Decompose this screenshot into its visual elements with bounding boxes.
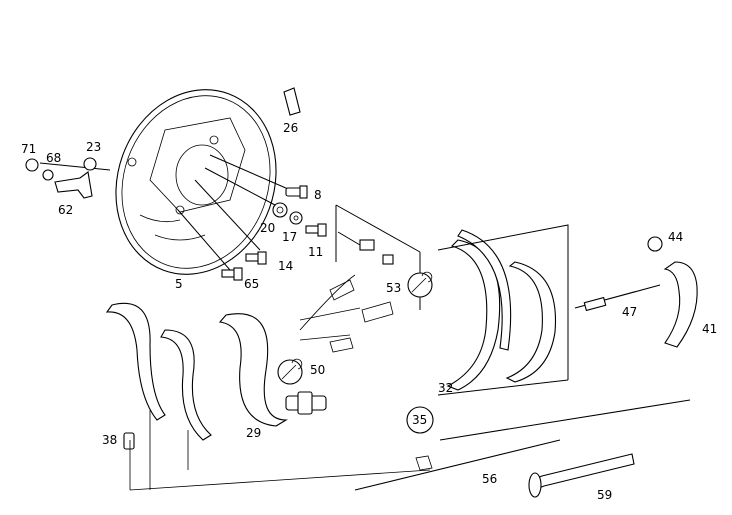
callout-71: 71 [21,142,36,156]
callout-59: 59 [597,488,612,502]
washer-68 [42,169,54,181]
adjuster-rod [574,284,661,312]
brake-cable [129,399,691,491]
callout-62: 62 [58,203,73,217]
callout-47: 47 [622,305,637,319]
callout-26: 26 [283,121,298,135]
callout-20: 20 [260,221,275,235]
callout-32: 32 [438,381,453,395]
nut-23 [83,157,97,171]
cable-59 [528,453,635,498]
part-44 [647,236,663,252]
callout-17: 17 [282,230,297,244]
callout-29: 29 [246,426,261,440]
brake-shoe-set [446,229,557,391]
callout-11: 11 [308,245,323,259]
callout-53: 53 [386,281,401,295]
callout-23: 23 [86,140,101,154]
bolt-8 [285,185,308,199]
callouts: 5 8 11 14 17 20 23 26 29 32 35 38 41 44 … [21,121,717,502]
callout-68: 68 [46,151,61,165]
wrench-symbol-icon [407,271,433,298]
part-38 [123,432,135,450]
brake-lining-set [105,302,288,441]
leader-lines [39,154,296,271]
callout-41: 41 [702,322,717,336]
parking-lever [663,261,698,348]
clip-26 [283,87,301,116]
callout-44: 44 [668,230,683,244]
spring-kit [299,204,421,353]
callout-8: 8 [314,188,322,202]
callout-56: 56 [482,472,497,486]
nut-71 [25,158,39,172]
callout-14: 14 [278,259,293,273]
callout-5: 5 [175,277,183,291]
callout-38: 38 [102,433,117,447]
callout-65: 65 [244,277,259,291]
wheel-cylinder [285,391,327,415]
lever-62 [54,171,93,199]
bolt-11 [305,223,327,237]
bolt-14 [245,251,267,265]
backing-plate [115,89,277,275]
shoe-bracket [437,224,569,396]
wrench-symbol-icon [277,358,303,385]
cable-56 [354,439,561,491]
washer-17 [289,211,303,225]
bolt-65 [221,267,243,281]
callout-35: 35 [412,413,427,427]
nut-20 [272,202,288,218]
callout-50: 50 [310,363,325,377]
